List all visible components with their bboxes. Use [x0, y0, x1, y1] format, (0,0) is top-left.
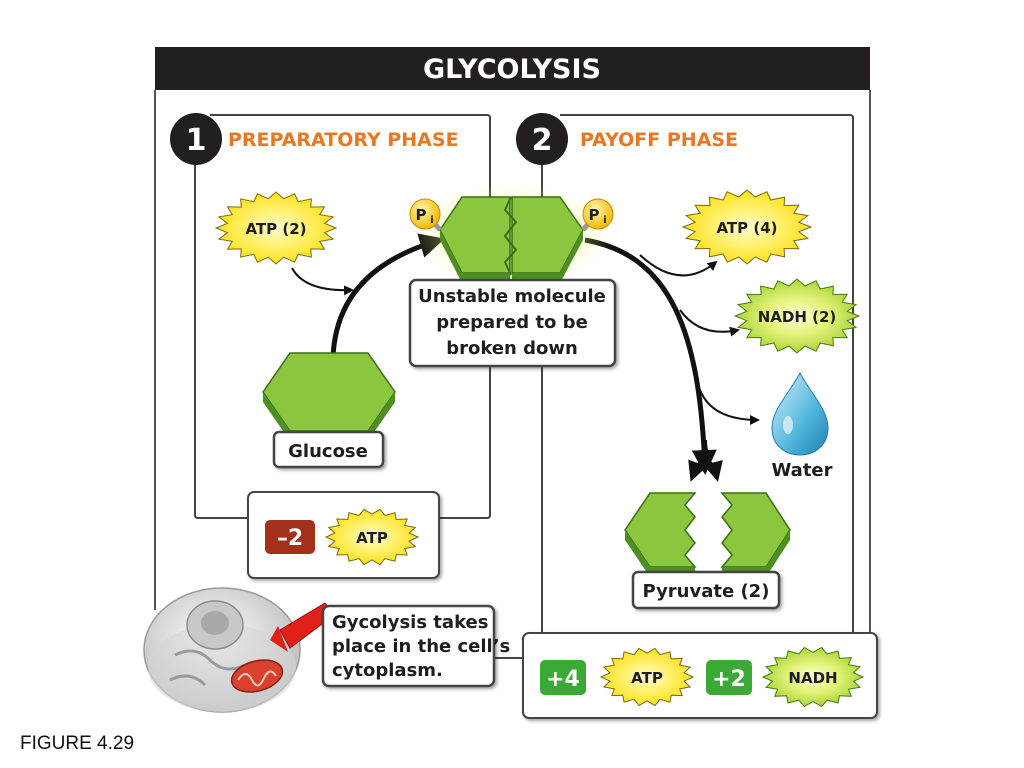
unstable-line3: broken down: [446, 338, 578, 359]
cell-note-line1: Gycolysis takes: [332, 612, 488, 633]
net-prep-atp-burst: [324, 508, 420, 566]
pyruvate-label: Pyruvate (2): [643, 581, 770, 602]
plus-nadh-value: +2: [712, 667, 746, 692]
net-payoff-nadh-label: NADH: [788, 669, 837, 687]
phosphate-right-p: P: [589, 206, 600, 224]
pyruvate-molecules: [624, 492, 791, 577]
phase1-header: 1 PREPARATORY PHASE: [170, 113, 459, 165]
phase1-number-badge: [170, 113, 222, 165]
phosphate-left-p: P: [416, 206, 427, 224]
atp-output-label: ATP (4): [716, 219, 777, 237]
unstable-label-box: Unstable molecule prepared to be broken …: [408, 278, 617, 368]
diagram-title: GLYCOLYSIS: [423, 54, 601, 85]
cell-note-line3: cytoplasm.: [332, 660, 443, 681]
pyruvate-label-box: Pyruvate (2): [631, 570, 781, 610]
figure-label: FIGURE 4.29: [20, 733, 135, 754]
phosphate-left-sub: i: [430, 215, 433, 226]
pyruvate-right-arrow: [703, 439, 723, 482]
unstable-molecule: P i P i: [409, 184, 614, 284]
phase1-label: PREPARATORY PHASE: [228, 129, 459, 151]
phosphate-right-sub: i: [603, 215, 606, 226]
outer-frame: [154, 90, 871, 632]
atp-input-label: ATP (2): [245, 220, 306, 238]
mitochondrion: [230, 659, 284, 693]
unstable-left-half: [439, 196, 511, 274]
glucose-molecule: [262, 352, 396, 441]
glucose-label-box: Glucose: [272, 430, 385, 469]
pointer-arrow: [279, 602, 335, 649]
pyruvate-right: [720, 492, 791, 568]
water-output-arrow: [699, 389, 760, 425]
atp-output-arrow: [639, 254, 718, 277]
water-drop: [771, 371, 829, 456]
net-prep-atp-label: ATP: [356, 529, 388, 547]
unstable-line2: prepared to be: [436, 312, 588, 333]
cell-note-box: Gycolysis takes place in the cell’s cyto…: [321, 604, 510, 688]
nadh-output-label: NADH (2): [758, 308, 837, 326]
plus-nadh-badge: [706, 660, 752, 695]
phase2-number-badge: [516, 113, 568, 165]
title-bar: [155, 47, 870, 90]
cell-note-line2: place in the cell’s: [332, 636, 510, 657]
glucose-label: Glucose: [288, 441, 368, 462]
net-preparatory-box: –2 ATP: [247, 491, 440, 579]
net-payoff-atp-label: ATP: [631, 669, 663, 687]
phase1-number: 1: [186, 123, 207, 158]
phase2-number: 2: [532, 123, 553, 158]
cell-illustration: [143, 587, 335, 713]
unstable-to-pyruvate-arrow: [584, 237, 717, 475]
atp-input-burst: ATP (2): [214, 191, 338, 265]
net-payoff-nadh-burst: [761, 646, 865, 708]
pyruvate-left: [624, 492, 697, 568]
plus-atp-value: +4: [546, 667, 580, 692]
nadh-output-burst: NADH (2): [733, 278, 861, 354]
minus-atp-badge: [265, 520, 315, 554]
unstable-line1: Unstable molecule: [418, 286, 606, 307]
phase2-header: 2 PAYOFF PHASE: [516, 113, 738, 165]
nadh-output-arrow: [679, 309, 740, 337]
phosphate-right: [582, 198, 614, 230]
pyruvate-left-arrow: [688, 439, 707, 482]
minus-atp-value: –2: [277, 526, 303, 551]
plus-atp-badge: [540, 660, 586, 695]
atp-to-curve-arrow: [291, 267, 354, 296]
water-label: Water: [771, 460, 832, 481]
net-payoff-box: +4 ATP +2 NADH: [493, 632, 878, 719]
atp-output-burst: ATP (4): [681, 189, 813, 265]
net-payoff-atp-burst: [599, 647, 695, 707]
phosphate-left: [409, 198, 441, 230]
phase2-label: PAYOFF PHASE: [580, 129, 738, 151]
